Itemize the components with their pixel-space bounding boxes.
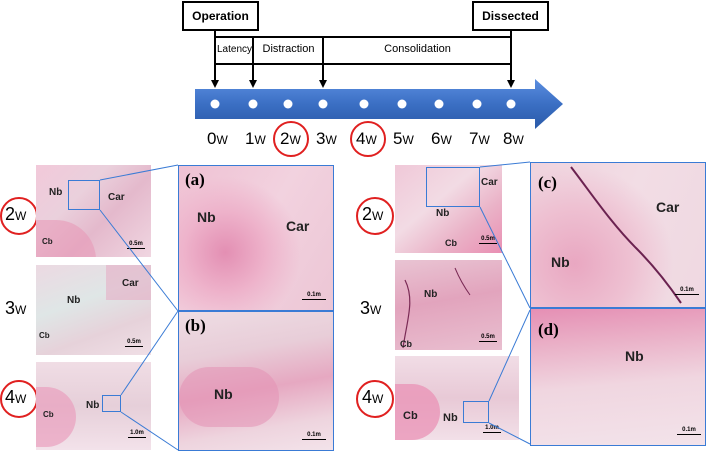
left-thumb1-zoom-box <box>68 180 100 210</box>
panel-b-nb: Nb <box>214 386 233 402</box>
left-thumb2-cb: Cb <box>39 331 50 340</box>
right-thumb2-cb: Cb <box>400 339 412 349</box>
panel-a: (a) Nb Car 0.1m <box>178 165 334 311</box>
left-thumb2-scalebar: 0.5m <box>125 339 143 347</box>
panel-b: (b) Nb 0.1m <box>178 311 334 451</box>
right-thumb1-cb: Cb <box>445 238 457 248</box>
week-label-1: 1W <box>245 129 266 148</box>
right-thumb2-nb: Nb <box>424 289 438 300</box>
left-thumb1-car: Car <box>108 192 125 203</box>
phase-consolidation: Consolidation <box>384 43 451 55</box>
week-label-3: 3W <box>316 129 337 148</box>
right-thumb3-nb: Nb <box>443 412 458 424</box>
left-thumb3-scalebar: 1.0m <box>128 430 146 438</box>
right-thumb3-scalebar: 1.0m <box>483 425 501 433</box>
week-label-6: 6W <box>431 129 452 148</box>
operation-label: Operation <box>182 1 259 31</box>
panel-d-scalebar: 0.1m <box>677 427 701 435</box>
week-label-5: 5W <box>393 129 414 148</box>
right-week-2-circle <box>356 197 394 235</box>
panel-a-letter: (a) <box>185 170 205 189</box>
right-thumb1-zoom-box <box>426 167 480 207</box>
left-thumb1-nb: Nb <box>49 187 63 198</box>
phase-distraction: Distraction <box>262 43 315 55</box>
panel-c-nb: Nb <box>551 254 570 270</box>
panel-a-nb: Nb <box>197 209 216 225</box>
right-thumbnail-2w: Car Nb Cb 0.5m <box>395 165 502 253</box>
left-thumbnail-3w: Car Nb Cb 0.5m <box>36 265 151 355</box>
panel-d-nb: Nb <box>625 348 644 364</box>
left-thumb3-cb: Cb <box>43 410 54 419</box>
dissected-label: Dissected <box>472 1 549 31</box>
right-week-label-3: 3W <box>360 298 382 318</box>
phase-latency: Latency <box>216 44 253 55</box>
right-thumbnail-4w: Cb Nb 1.0m <box>395 356 519 440</box>
right-thumb1-nb: Nb <box>436 208 450 219</box>
left-thumb2-nb: Nb <box>67 295 81 306</box>
left-thumbnail-4w: Cb Nb 1.0m <box>36 362 151 450</box>
left-thumb3-nb: Nb <box>86 400 100 411</box>
panel-a-car: Car <box>286 218 310 234</box>
timeline-arrow <box>195 79 563 129</box>
panel-c-scalebar: 0.1m <box>675 287 699 295</box>
panel-b-letter: (b) <box>185 316 206 335</box>
right-thumbnail-3w: Nb Cb 0.5m <box>395 260 502 350</box>
phase-bracket <box>211 31 515 88</box>
panel-d-letter: (d) <box>538 320 559 339</box>
panel-b-scalebar: 0.1m <box>302 432 326 440</box>
panel-c-letter: (c) <box>538 173 557 192</box>
right-week-4-circle <box>356 380 394 418</box>
week-2-highlight-circle <box>273 121 309 157</box>
week-label-7: 7W <box>469 129 490 148</box>
right-thumb3-zoom-box <box>463 401 489 423</box>
panel-d: (d) Nb 0.1m <box>530 308 706 446</box>
right-thumb1-scalebar: 0.5m <box>479 236 497 244</box>
left-thumb2-car: Car <box>122 278 139 289</box>
left-week-label-3: 3W <box>5 298 27 318</box>
left-thumb1-cb: Cb <box>42 237 53 246</box>
panel-a-scalebar: 0.1m <box>302 292 326 300</box>
left-thumb3-zoom-box <box>102 395 121 412</box>
right-thumb3-cb: Cb <box>403 410 418 422</box>
week-label-0: 0W <box>207 129 228 148</box>
left-thumb1-scalebar: 0.5m <box>127 241 145 249</box>
right-thumb2-scalebar: 0.5m <box>479 334 497 342</box>
week-label-8: 8W <box>503 129 524 148</box>
week-4-highlight-circle <box>350 121 386 157</box>
panel-c: (c) Car Nb 0.1m <box>530 162 706 308</box>
panel-c-car: Car <box>656 199 680 215</box>
right-thumb1-car: Car <box>481 177 498 188</box>
